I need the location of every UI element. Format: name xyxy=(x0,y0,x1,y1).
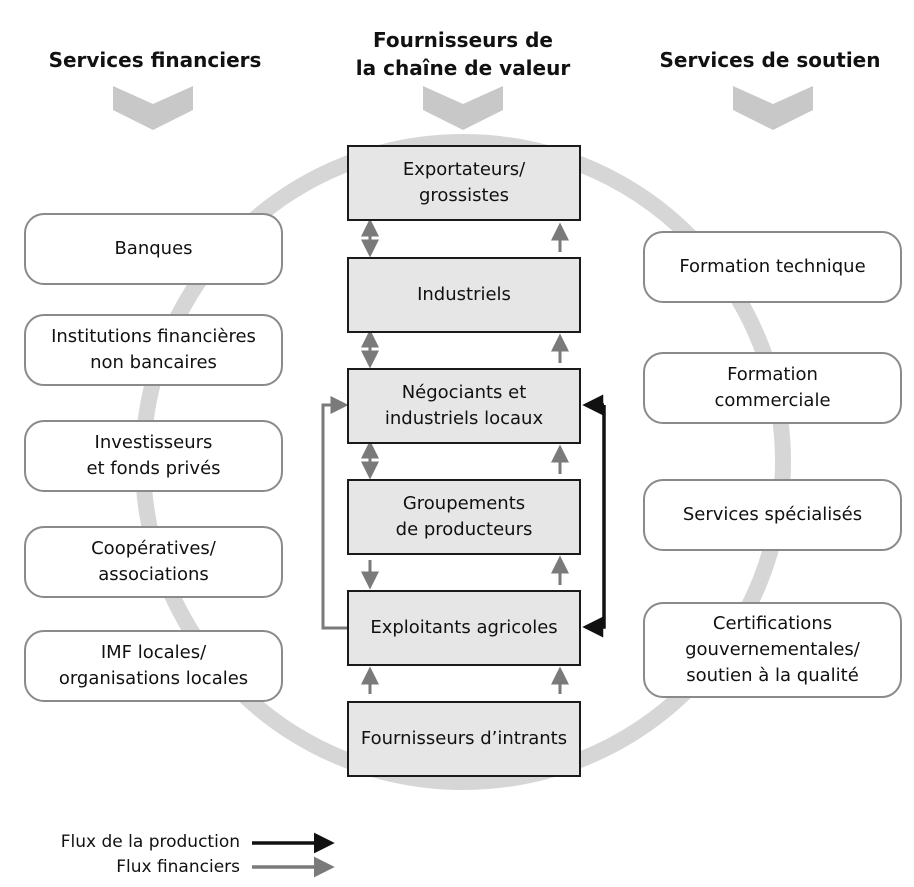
header-value-chain: Fournisseurs de la chaîne de valeur xyxy=(355,28,571,80)
header-financial: Services financiers xyxy=(48,48,262,72)
support-services-specialises: Services spécialisés xyxy=(643,479,902,551)
support-certifications: Certifications gouvernementales/ soutien… xyxy=(643,602,902,698)
node-groupements: Groupements de producteurs xyxy=(347,479,581,555)
financial-loop-arrow xyxy=(321,396,349,630)
header-support: Services de soutien xyxy=(659,48,881,72)
support-formation-commerciale: Formation commerciale xyxy=(643,352,902,424)
financial-institutions: Institutions financières non bancaires xyxy=(24,314,283,386)
node-exportateurs: Exportateurs/ grossistes xyxy=(347,145,581,221)
financial-banques: Banques xyxy=(24,213,283,285)
production-loop-arrow xyxy=(582,405,606,638)
financial-imf: IMF locales/ organisations locales xyxy=(24,630,283,702)
legend-production-label: Flux de la production xyxy=(60,832,240,852)
node-fournisseurs-intrants: Fournisseurs d’intrants xyxy=(347,701,581,777)
financial-cooperatives: Coopératives/ associations xyxy=(24,526,283,598)
financial-investisseurs: Investisseurs et fonds privés xyxy=(24,420,283,492)
chevron-financial-icon xyxy=(113,86,193,130)
support-formation-technique: Formation technique xyxy=(643,231,902,303)
node-industriels: Industriels xyxy=(347,257,581,333)
chevron-value-chain-icon xyxy=(423,86,503,130)
chevron-support-icon xyxy=(733,86,813,130)
node-exploitants: Exploitants agricoles xyxy=(347,590,581,666)
node-negociants: Négociants et industriels locaux xyxy=(347,368,581,444)
legend-financial-label: Flux financiers xyxy=(116,857,240,877)
